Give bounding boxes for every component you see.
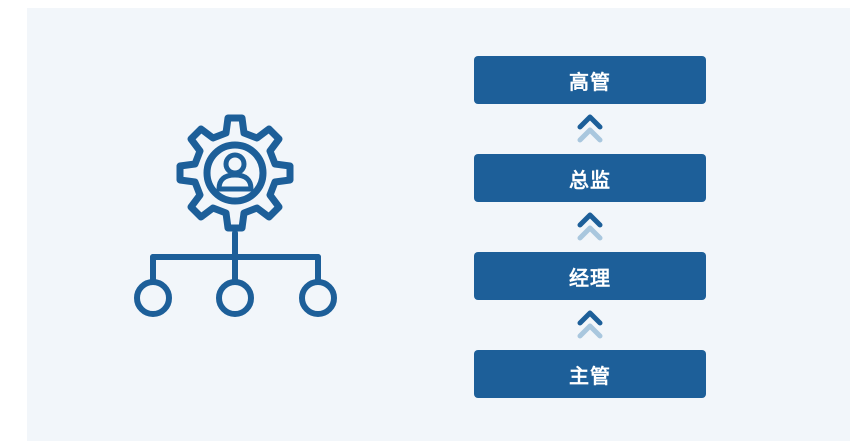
hierarchy-stack: 高管 总监 经理 主管 [474,56,706,398]
gear-icon [176,114,294,232]
level-top-executive: 高管 [474,56,706,104]
user-icon [216,152,254,192]
double-chevron-up-icon [474,300,706,350]
level-manager: 经理 [474,252,706,300]
level-director: 总监 [474,154,706,202]
double-chevron-up-icon [474,202,706,252]
level-label: 高管 [569,69,611,94]
level-label: 经理 [569,265,611,290]
level-supervisor: 主管 [474,350,706,398]
double-chevron-up-icon [474,104,706,154]
diagram-panel [27,8,850,441]
level-label: 总监 [569,167,611,192]
level-label: 主管 [569,363,611,388]
org-chart-gear-user-icon [125,113,345,333]
org-tree-icon [134,230,337,317]
